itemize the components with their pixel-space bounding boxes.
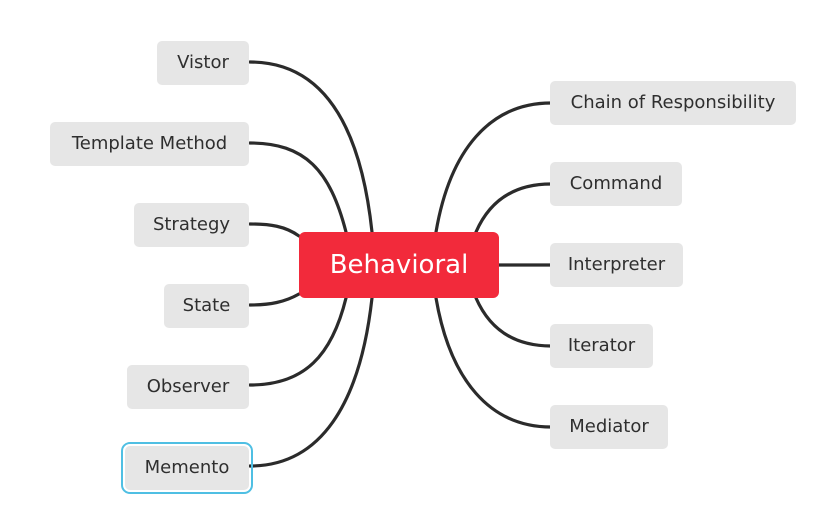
connector-mediator [434,296,553,429]
topic-chain-of-responsibility[interactable]: Chain of Responsibility [550,81,796,125]
connector-command [474,182,553,234]
connector-template-method [248,141,348,234]
connector-chain-of-responsibility [434,101,553,234]
topic-command[interactable]: Command [550,162,682,206]
topic-strategy[interactable]: Strategy [134,203,249,247]
topic-observer[interactable]: Observer [127,365,249,409]
topic-state[interactable]: State [164,284,249,328]
topic-template-method[interactable]: Template Method [50,122,249,166]
topic-vistor[interactable]: Vistor [157,41,249,85]
topic-iterator[interactable]: Iterator [550,324,653,368]
connector-strategy [248,222,301,238]
connector-state [248,292,301,307]
connector-iterator [474,296,553,348]
topic-memento[interactable]: Memento [121,442,253,494]
topic-interpreter[interactable]: Interpreter [550,243,683,287]
connector-memento [248,296,374,468]
topic-mediator[interactable]: Mediator [550,405,668,449]
central-topic[interactable]: Behavioral [299,232,499,298]
connector-observer [248,296,348,387]
connector-vistor [248,60,374,234]
